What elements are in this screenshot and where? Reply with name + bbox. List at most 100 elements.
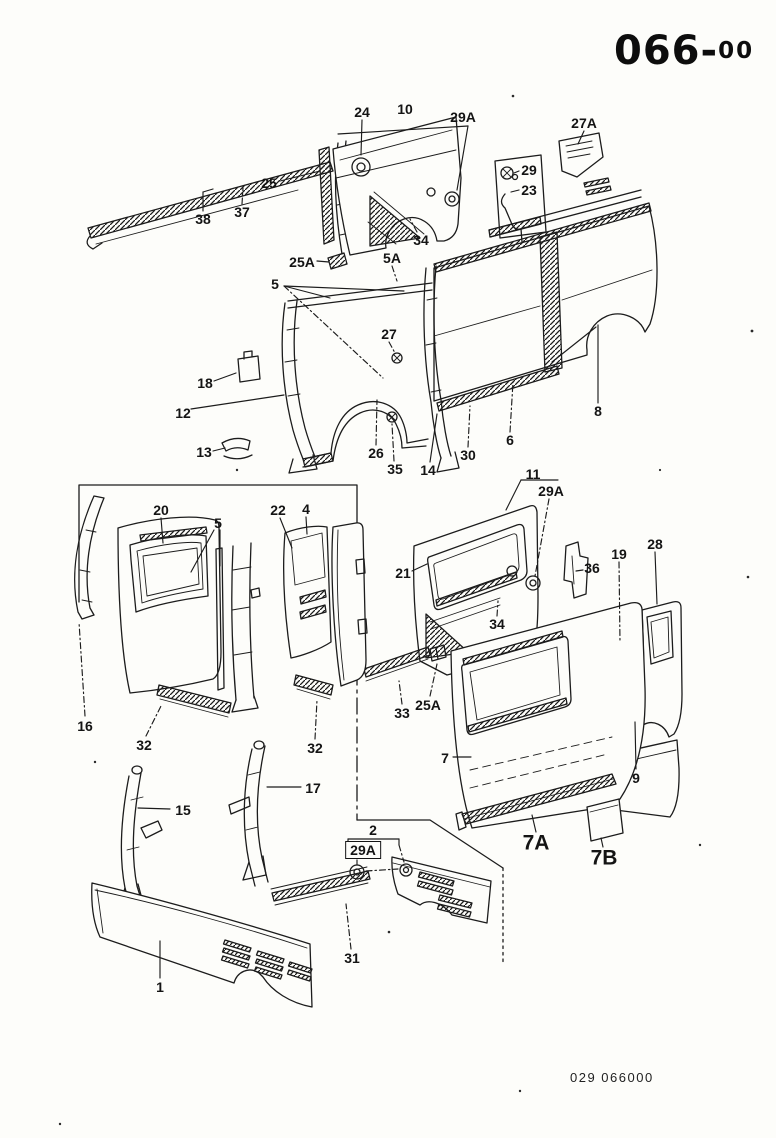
group-vent-27a xyxy=(558,132,604,178)
part-label-14-19: 14 xyxy=(420,462,436,478)
part-label-38-0: 38 xyxy=(195,211,211,227)
leader-line-29 xyxy=(513,170,520,174)
part-label-21-25: 21 xyxy=(395,565,411,581)
plate-code-main: 066- xyxy=(614,28,719,74)
part-label-9-42: 9 xyxy=(632,770,640,786)
part-label-27a-6: 27A xyxy=(571,115,597,131)
leader-line-9 xyxy=(634,721,637,770)
leader-line-28 xyxy=(654,551,658,605)
leader-line-19 xyxy=(618,561,621,643)
part-label-22-32: 22 xyxy=(270,502,286,518)
part-label-20-30: 20 xyxy=(153,502,169,518)
part-label-32-35: 32 xyxy=(136,737,152,753)
leader-line-2 xyxy=(398,844,405,863)
part-label-26-17: 26 xyxy=(368,445,384,461)
part-label-16-34: 16 xyxy=(77,718,93,734)
leader-line-25 xyxy=(279,170,321,182)
leader-line-23 xyxy=(510,189,520,193)
leader-line-36 xyxy=(575,569,584,572)
part-label-35-18: 35 xyxy=(387,461,403,477)
leader-line-21 xyxy=(411,563,428,572)
part-label-27-13: 27 xyxy=(381,326,397,342)
leader-line-37 xyxy=(241,187,244,205)
part-label-13-16: 13 xyxy=(196,444,212,460)
leader-line-31 xyxy=(345,903,352,950)
leader-line-26 xyxy=(375,399,378,446)
leader-line-20 xyxy=(160,517,164,544)
part-label-33-39: 33 xyxy=(394,705,410,721)
part-label-7a-43: 7A xyxy=(522,831,550,855)
group-door-opening xyxy=(221,265,460,474)
part-label-29a-24: 29A xyxy=(538,483,564,499)
part-label-5-12: 5 xyxy=(271,276,279,292)
leader-line-27 xyxy=(388,341,396,354)
leader-line-4 xyxy=(305,516,308,535)
leader-line-25a xyxy=(316,260,330,263)
part-label-19-28: 19 xyxy=(611,546,627,562)
part-label-7-41: 7 xyxy=(441,750,449,766)
leader-line-34 xyxy=(496,600,499,617)
leader-line-5 xyxy=(283,285,384,379)
part-label-18-14: 18 xyxy=(197,375,213,391)
footer-fiche-number: 029 066000 xyxy=(570,1070,654,1085)
part-label-23-8: 23 xyxy=(521,182,537,198)
part-label-28-29: 28 xyxy=(647,536,663,552)
part-label-31-47: 31 xyxy=(344,950,360,966)
plate-code: 066-00 xyxy=(614,28,754,74)
leader-line-16 xyxy=(78,621,86,717)
group-strip-31 xyxy=(270,866,371,906)
group-cab-panel xyxy=(318,116,462,270)
leader-line-38 xyxy=(202,188,214,193)
part-label-36-27: 36 xyxy=(584,560,600,576)
leader-line-5 xyxy=(283,285,331,299)
part-label-4-33: 4 xyxy=(302,501,310,517)
part-label-10-4: 10 xyxy=(397,101,413,117)
leader-line-35 xyxy=(391,423,395,462)
part-label-5-31: 5 xyxy=(214,515,222,531)
leader-line-14 xyxy=(429,413,438,463)
leader-line-32 xyxy=(145,705,162,737)
group-bottom-box xyxy=(349,819,504,964)
leader-line-18 xyxy=(213,372,237,382)
leader-line-27a xyxy=(577,130,585,145)
leader-line-10 xyxy=(337,125,469,135)
part-label-2-45: 2 xyxy=(369,822,377,838)
leader-line-33 xyxy=(398,680,403,705)
plate-code-suffix: 00 xyxy=(718,38,755,64)
part-label-8-22: 8 xyxy=(594,403,602,419)
leader-line-10 xyxy=(456,125,469,191)
part-label-11-23: 11 xyxy=(525,466,541,482)
leader-line-8 xyxy=(551,326,597,363)
leader-line-6 xyxy=(509,381,514,433)
part-label-12-15: 12 xyxy=(175,405,191,421)
part-label-29a-46: 29A xyxy=(345,841,381,859)
leader-line-34 xyxy=(409,218,418,233)
leader-line-13 xyxy=(212,447,226,452)
part-label-15-38: 15 xyxy=(175,802,191,818)
part-label-29a-5: 29A xyxy=(450,109,476,125)
part-label-17-37: 17 xyxy=(305,780,321,796)
part-label-37-1: 37 xyxy=(234,204,250,220)
part-label-30-20: 30 xyxy=(460,447,476,463)
leader-line-24 xyxy=(360,119,363,156)
leader-line-5a xyxy=(391,265,398,282)
part-label-5a-11: 5A xyxy=(383,250,401,266)
leader-line-15 xyxy=(137,807,171,810)
group-left-box xyxy=(74,484,368,821)
leader-line-11 xyxy=(505,479,522,511)
leader-line-5 xyxy=(190,529,215,573)
part-label-25-2: 25 xyxy=(261,175,277,191)
part-label-34-26: 34 xyxy=(489,616,505,632)
scan-noise xyxy=(58,94,754,1126)
leader-line-29a xyxy=(534,498,550,577)
leader-line-12 xyxy=(190,394,285,410)
group-strip-33 xyxy=(363,644,447,682)
leader-line-30 xyxy=(467,405,471,448)
leader-line-7b xyxy=(600,837,604,848)
group-side-panel xyxy=(433,202,658,412)
group-panel-1 xyxy=(91,882,313,1008)
group-quarter-window xyxy=(412,504,541,676)
leader-line-22 xyxy=(279,517,293,549)
